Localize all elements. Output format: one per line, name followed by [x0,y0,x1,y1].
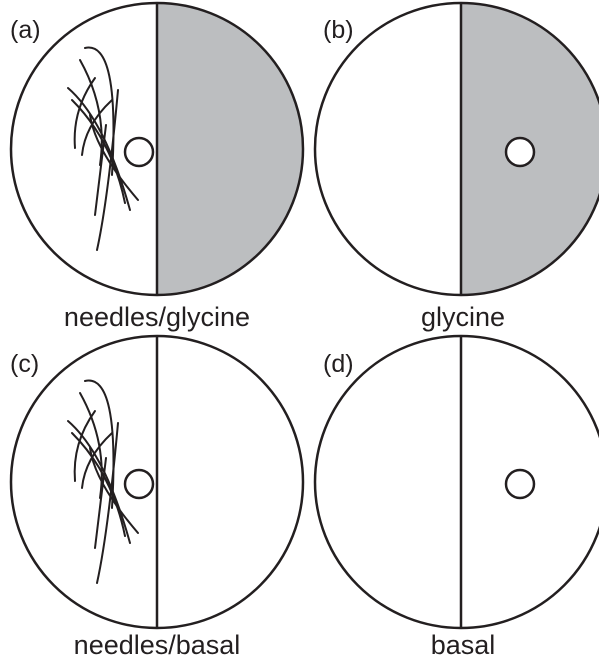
panel-caption-c: needles/basal [74,630,241,660]
panel-a: (a) needles/glycine [10,3,303,332]
panel-label-a: (a) [10,16,41,44]
panel-label-c: (c) [10,350,39,378]
center-well-d [506,470,534,498]
panel-d: (d) basal [315,336,599,660]
center-well-c [125,470,153,498]
panel-label-b: (b) [323,16,354,44]
panel-label-d: (d) [323,350,354,378]
glycine-half-c [157,336,303,628]
panel-caption-b: glycine [421,302,505,332]
center-well-b [506,138,534,166]
panel-c: (c) needles/basal [10,336,303,660]
center-well-a [125,138,153,166]
panel-caption-a: needles/glycine [64,302,250,332]
glycine-half-a [157,3,303,295]
panel-caption-d: basal [431,630,496,660]
panel-b: (b) glycine [315,3,599,332]
